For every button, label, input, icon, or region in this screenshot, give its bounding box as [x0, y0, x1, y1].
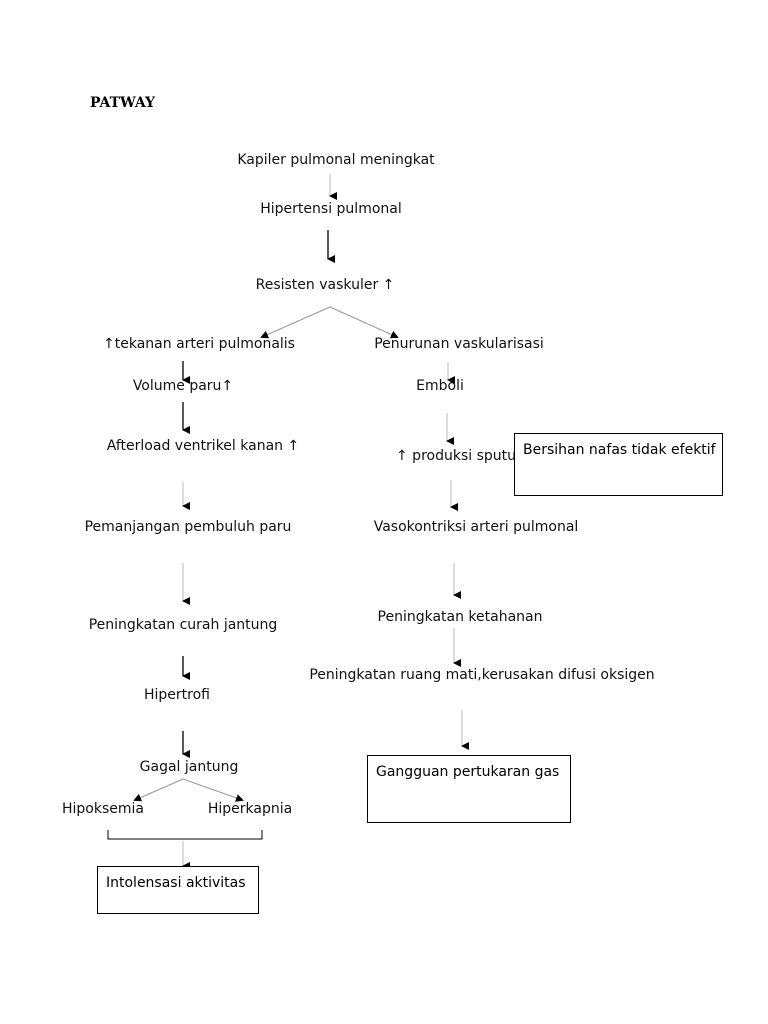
- node-gagal: Gagal jantung: [139, 759, 239, 775]
- node-ketahanan: Peningkatan ketahanan: [377, 609, 543, 625]
- node-hipoksemia: Hipoksemia: [62, 801, 144, 817]
- branch-resisten-left: [260, 306, 331, 339]
- bracket-hipoksemia-hiperkapnia: [107, 830, 263, 840]
- node-resisten: Resisten vaskuler ↑: [255, 277, 395, 293]
- box-gangguan: Gangguan pertukaran gas: [367, 755, 571, 823]
- node-hiperkapnia: Hiperkapnia: [207, 801, 293, 817]
- branch-resisten-right: [329, 306, 399, 339]
- node-volume: Volume paru↑: [132, 378, 234, 394]
- node-afterload: Afterload ventrikel kanan ↑: [106, 438, 300, 454]
- diagram-title: PATWAY: [90, 95, 156, 111]
- node-emboli: Emboli: [416, 378, 464, 394]
- box-gangguan-label: Gangguan pertukaran gas: [376, 764, 560, 780]
- node-sputum: ↑ produksi sputu: [396, 448, 516, 464]
- node-tekanan: ↑tekanan arteri pulmonalis: [103, 336, 295, 352]
- branch-gagal-right: [182, 778, 244, 802]
- box-intolensasi-label: Intolensasi aktivitas: [106, 875, 246, 891]
- node-kapiler: Kapiler pulmonal meningkat: [237, 152, 435, 168]
- box-intolensasi: Intolensasi aktivitas: [97, 866, 259, 914]
- node-penurunan: Penurunan vaskularisasi: [374, 336, 544, 352]
- node-hipertrofi: Hipertrofi: [144, 687, 210, 703]
- node-ruang: Peningkatan ruang mati,kerusakan difusi …: [309, 667, 655, 683]
- branch-gagal-left: [133, 778, 184, 802]
- node-vasokontriksi: Vasokontriksi arteri pulmonal: [373, 519, 579, 535]
- node-curah: Peningkatan curah jantung: [88, 617, 278, 633]
- node-pemanjangan: Pemanjangan pembuluh paru: [84, 519, 292, 535]
- box-bersihan-label: Bersihan nafas tidak efektif: [523, 442, 716, 458]
- box-bersihan: Bersihan nafas tidak efektif: [514, 433, 723, 496]
- node-hipertensi: Hipertensi pulmonal: [260, 201, 402, 217]
